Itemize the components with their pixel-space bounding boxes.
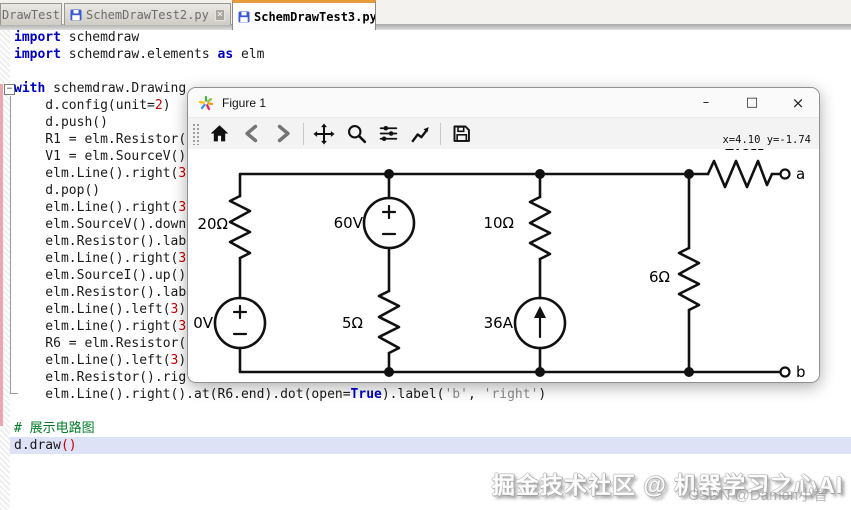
- watermark-secondary: CSDN @Damon小智: [688, 487, 829, 504]
- code-line: d.pop(): [14, 183, 101, 198]
- home-icon: [210, 125, 228, 142]
- source-0v: [213, 296, 267, 350]
- code-line: elm.Line().right(3: [14, 251, 187, 266]
- resistor-top-right: [706, 159, 774, 189]
- save-floppy-icon: [70, 9, 82, 20]
- code-line: import schemdraw: [14, 30, 140, 45]
- code-line: elm.Resistor().rig: [14, 370, 187, 385]
- resistor-10ohm: [528, 195, 552, 261]
- label-10ohm: 10Ω: [483, 214, 514, 232]
- code-line: elm.SourceI().up(): [14, 268, 187, 283]
- editor-left-margin: [0, 30, 10, 510]
- code-line: d.config(unit=2): [14, 98, 171, 113]
- code-line: V1 = elm.SourceV(): [14, 149, 187, 164]
- circuit-diagram: [213, 159, 791, 378]
- tab-label: SchemDrawTest2.py: [86, 7, 209, 22]
- editor-tab-bar: DrawTest1.py × SchemDrawTest2.py × Schem…: [0, 0, 851, 30]
- toolbar-grip-handle[interactable]: [192, 122, 199, 145]
- code-line: elm.Line().left(3): [14, 353, 187, 368]
- resistor-5ohm: [377, 289, 401, 355]
- label-6ohm: 6Ω: [648, 268, 670, 286]
- floppy-save-icon: [453, 125, 470, 142]
- changed-lines-indicator: [0, 84, 3, 426]
- source-60v: [362, 196, 416, 250]
- tabbar-bottom-band: [0, 24, 851, 30]
- forward-button[interactable]: [271, 122, 295, 146]
- label-clipped-top-resistor: 2.6Ω: [724, 149, 763, 154]
- sliders-icon: [379, 125, 397, 142]
- toolbar-separator: [440, 122, 441, 145]
- magnifier-icon: [347, 125, 366, 144]
- code-line: R6 = elm.Resistor(: [14, 336, 187, 351]
- figure-toolbar: x=4.10 y=-1.74: [188, 118, 819, 149]
- tab-drawtest1[interactable]: DrawTest1.py ×: [0, 3, 62, 25]
- code-fold-toggle-icon[interactable]: −: [4, 84, 15, 95]
- back-arrow-icon: [244, 124, 257, 143]
- current-arrow: [534, 306, 546, 318]
- resistor-6ohm: [677, 246, 701, 312]
- source-36a: [513, 296, 567, 350]
- close-button[interactable]: ×: [791, 93, 805, 112]
- pan-icon: [313, 122, 335, 145]
- line-chart-icon: [411, 126, 429, 143]
- node-label-b: b: [796, 363, 806, 381]
- matplotlib-logo-icon: [198, 95, 214, 110]
- tab-schemdrawtest3[interactable]: SchemDrawTest3.py ×: [232, 0, 376, 30]
- zoom-rect-button[interactable]: [344, 122, 368, 146]
- resistor-20ohm: [228, 194, 252, 260]
- watermark-primary: 掘金技术社区 @ 机器学习之心AI: [492, 472, 844, 498]
- save-figure-button[interactable]: [449, 122, 473, 146]
- figure-window-title: Figure 1: [222, 95, 267, 110]
- back-button[interactable]: [239, 122, 263, 146]
- code-line: d.push(): [14, 115, 108, 130]
- code-line: d.draw(): [10, 437, 851, 454]
- terminal-a: [779, 168, 791, 180]
- label-60v: 60V: [333, 214, 363, 232]
- code-line: elm.SourceV().down: [14, 217, 187, 232]
- cursor-coordinates-readout: x=4.10 y=-1.74: [722, 134, 811, 146]
- code-line: import schemdraw.elements as elm: [14, 47, 265, 62]
- code-line: # 展示电路图: [14, 421, 95, 436]
- code-line: with schemdraw.Drawing: [14, 81, 187, 96]
- code-fold-corner: [10, 393, 18, 394]
- figure-canvas[interactable]: 20Ω 0V 60V 5Ω 10Ω 36A 6Ω 2.6Ω a b: [188, 149, 819, 382]
- wires: [238, 172, 783, 374]
- maximize-button[interactable]: □: [745, 95, 759, 110]
- customize-plot-button[interactable]: [408, 122, 432, 146]
- code-line: elm.Resistor().lab: [14, 234, 187, 249]
- code-line: R1 = elm.Resistor(: [14, 132, 187, 147]
- close-icon[interactable]: ×: [214, 8, 225, 21]
- minimize-button[interactable]: –: [702, 95, 710, 110]
- code-line: elm.Line().right().at(R6.end).dot(open=T…: [14, 387, 547, 402]
- figure-titlebar[interactable]: Figure 1 – □ ×: [188, 88, 819, 118]
- figure-window: Figure 1 – □ ×: [187, 87, 820, 383]
- pan-button[interactable]: [312, 122, 336, 146]
- tab-label: DrawTest1.py: [2, 7, 61, 22]
- code-text: import schemdraw import schemdraw.element…: [10, 29, 851, 454]
- code-line: elm.Line().left(3): [14, 302, 187, 317]
- label-5ohm: 5Ω: [341, 314, 363, 332]
- label-0v: 0V: [193, 314, 213, 332]
- code-line: [10, 63, 851, 80]
- label-36a: 36A: [483, 314, 513, 332]
- code-line: elm.Resistor().lab: [14, 285, 187, 300]
- code-line: [10, 403, 851, 420]
- configure-subplots-button[interactable]: [376, 122, 400, 146]
- node-label-a: a: [796, 165, 806, 183]
- code-fold-rail: [10, 96, 11, 394]
- tab-label: SchemDrawTest3.py: [254, 9, 376, 24]
- save-floppy-icon: [238, 11, 250, 22]
- label-20ohm: 20Ω: [197, 215, 228, 233]
- toolbar-separator: [303, 122, 304, 145]
- home-button[interactable]: [207, 122, 231, 146]
- code-line: elm.Line().right(3: [14, 319, 187, 334]
- code-line: elm.Line().right(3: [14, 166, 187, 181]
- tab-schemdrawtest2[interactable]: SchemDrawTest2.py ×: [64, 3, 231, 25]
- code-line: elm.Line().right(3: [14, 200, 187, 215]
- terminal-b: [779, 366, 791, 378]
- forward-arrow-icon: [277, 124, 290, 143]
